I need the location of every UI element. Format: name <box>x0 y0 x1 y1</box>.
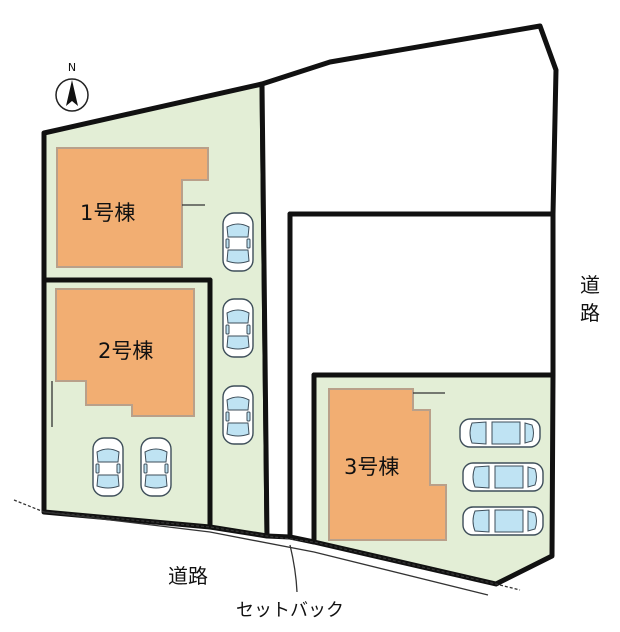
parking-car <box>222 385 254 445</box>
house-3-label: 3号棟 <box>344 455 399 479</box>
north-compass: N <box>55 61 89 112</box>
house-2 <box>55 288 195 417</box>
setback-label: セットバック <box>236 600 344 621</box>
north-arrow-icon <box>66 80 78 106</box>
parking-car <box>459 418 541 448</box>
north-label: N <box>68 61 76 74</box>
house-1-label: 1号棟 <box>80 201 135 225</box>
parking-car <box>462 462 544 492</box>
road-edge-line <box>43 511 489 596</box>
house-1 <box>56 147 209 268</box>
setback-leader <box>289 544 298 593</box>
parking-car <box>222 212 254 272</box>
house-3 <box>328 388 447 541</box>
east-road-label-bottom: 路 <box>580 301 600 325</box>
parking-car <box>140 437 172 497</box>
east-road-label-top: 道 <box>580 273 600 297</box>
parking-car <box>222 298 254 358</box>
parking-car <box>462 506 544 536</box>
house-2-label: 2号棟 <box>98 339 153 363</box>
south-road-label: 道路 <box>168 564 208 588</box>
parking-car <box>92 437 124 497</box>
